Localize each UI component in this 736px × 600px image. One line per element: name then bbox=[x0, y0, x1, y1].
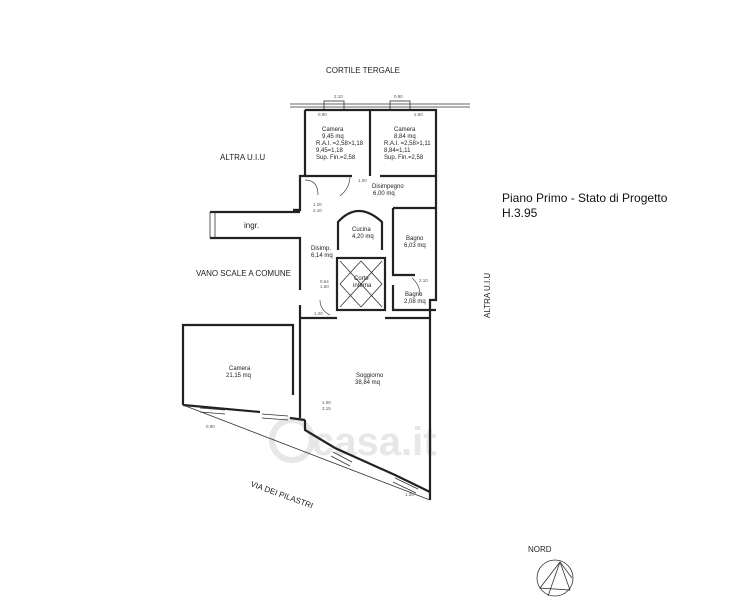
svg-text:0.64: 0.64 bbox=[320, 279, 329, 284]
svg-text:NORD: NORD bbox=[528, 545, 552, 554]
room-bagno: Bagno 6,03 mq bbox=[404, 236, 426, 249]
svg-text:1.20: 1.20 bbox=[313, 202, 322, 207]
cortile-tergale-label: CORTILE TERGALE bbox=[326, 66, 400, 75]
svg-text:0.80: 0.80 bbox=[318, 112, 327, 117]
svg-text:6,14 mq: 6,14 mq bbox=[311, 253, 333, 259]
svg-text:2,08 mq: 2,08 mq bbox=[404, 299, 426, 305]
room-bagno-2: Bagno 2,08 mq bbox=[404, 292, 426, 305]
svg-text:2.10: 2.10 bbox=[313, 208, 322, 213]
svg-text:1.20: 1.20 bbox=[314, 311, 323, 316]
svg-text:Camera: Camera bbox=[394, 127, 416, 133]
svg-text:1.20: 1.20 bbox=[405, 492, 414, 497]
svg-text:6,03 mq: 6,03 mq bbox=[404, 243, 426, 249]
svg-text:Disimp.: Disimp. bbox=[311, 246, 331, 252]
door-swings bbox=[304, 175, 421, 316]
svg-text:Sup. Fin.=2,58: Sup. Fin.=2,58 bbox=[316, 155, 356, 161]
svg-text:38,84 mq: 38,84 mq bbox=[355, 380, 380, 386]
north-arrow: NORD bbox=[528, 545, 574, 597]
plan-title: Piano Primo - Stato di Progetto bbox=[502, 191, 668, 205]
corte-interna-hatch bbox=[339, 260, 383, 308]
svg-text:Camera: Camera bbox=[322, 127, 344, 133]
altra-uiu-left-label: ALTRA U.I.U bbox=[220, 153, 265, 162]
svg-text:Bagno: Bagno bbox=[406, 236, 424, 242]
room-cucina: Cucina 4,20 mq bbox=[352, 227, 374, 240]
svg-text:9,45 mq: 9,45 mq bbox=[322, 134, 344, 140]
svg-text:2.60: 2.60 bbox=[414, 112, 423, 117]
svg-text:21,15 mq: 21,15 mq bbox=[226, 373, 251, 379]
room-disimp: Disimp. 6,14 mq bbox=[311, 246, 333, 259]
svg-text:9,45=1,18: 9,45=1,18 bbox=[316, 148, 344, 154]
svg-text:R.A.I. =2,58>1,18: R.A.I. =2,58>1,18 bbox=[316, 141, 364, 147]
svg-text:1.00: 1.00 bbox=[358, 178, 367, 183]
room-camera-1: Camera 9,45 mq R.A.I. =2,58>1,18 9,45=1,… bbox=[316, 127, 364, 161]
svg-text:1.00: 1.00 bbox=[322, 400, 331, 405]
plan-height: H.3.95 bbox=[502, 206, 538, 220]
apartment-walls bbox=[181, 108, 438, 500]
svg-text:Corte: Corte bbox=[354, 276, 369, 282]
svg-text:Bagno: Bagno bbox=[405, 292, 423, 298]
svg-text:Sup. Fin.=2,58: Sup. Fin.=2,58 bbox=[384, 155, 424, 161]
svg-text:Cucina: Cucina bbox=[352, 227, 371, 233]
room-corte-interna: Corte interna bbox=[353, 276, 372, 289]
svg-text:Camera: Camera bbox=[229, 366, 251, 372]
room-camera-2: Camera 8,84 mq R.A.I. =2,58>1,11 8,84=1,… bbox=[384, 127, 431, 161]
entry-door bbox=[209, 212, 216, 238]
svg-text:2.10: 2.10 bbox=[419, 278, 428, 283]
watermark-logo bbox=[269, 417, 315, 463]
svg-text:1.50: 1.50 bbox=[320, 284, 329, 289]
room-disimpegno: Disimpegno 6,00 mq bbox=[372, 184, 404, 197]
watermark: casa.it bbox=[312, 420, 437, 464]
svg-text:Disimpegno: Disimpegno bbox=[372, 184, 404, 190]
ingr-label: ingr. bbox=[244, 221, 259, 230]
svg-text:interna: interna bbox=[353, 283, 372, 289]
svg-text:2.10: 2.10 bbox=[334, 94, 343, 99]
svg-text:R.A.I. =2,58>1,11: R.A.I. =2,58>1,11 bbox=[384, 141, 431, 147]
room-soggiorno: Soggiorno 38,84 mq bbox=[355, 373, 384, 386]
svg-text:0.90: 0.90 bbox=[394, 94, 403, 99]
svg-text:2.15: 2.15 bbox=[322, 406, 331, 411]
svg-text:6,00 mq: 6,00 mq bbox=[373, 191, 395, 197]
altra-uiu-right-label: ALTRA U.I.U bbox=[483, 273, 492, 318]
svg-text:4,20 mq: 4,20 mq bbox=[352, 234, 374, 240]
room-camera-3: Camera 21,15 mq bbox=[226, 366, 251, 379]
street-windows bbox=[182, 404, 431, 501]
vano-scale-label: VANO SCALE A COMUNE bbox=[196, 269, 291, 278]
svg-text:8,84 mq: 8,84 mq bbox=[394, 134, 416, 140]
dimension-labels: 0.80 2.10 0.90 2.60 1.00 1.20 2.10 0.64 … bbox=[206, 94, 428, 497]
svg-text:0.80: 0.80 bbox=[206, 424, 215, 429]
courtyard-wall bbox=[290, 100, 470, 111]
via-label: VIA DEI PILASTRI bbox=[249, 479, 314, 510]
svg-text:Soggiorno: Soggiorno bbox=[356, 373, 384, 379]
svg-text:8,84=1,11: 8,84=1,11 bbox=[384, 148, 411, 154]
